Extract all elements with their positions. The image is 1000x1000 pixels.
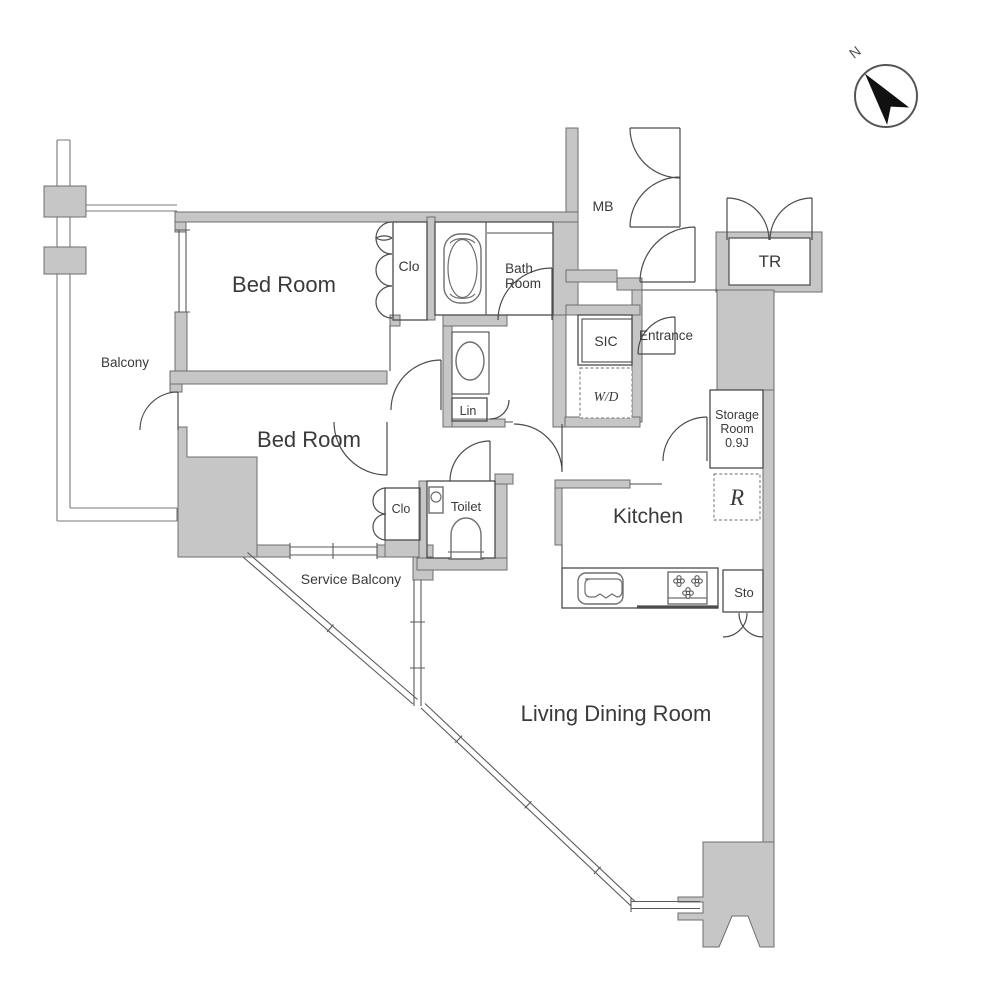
mb-lower-door xyxy=(639,226,696,283)
labels: Bed Room Bed Room Living Dining Room Kit… xyxy=(101,43,864,726)
bathtub-icon xyxy=(443,233,482,304)
kitchen-counter xyxy=(561,567,719,609)
bathroom-outline xyxy=(434,221,554,316)
refrigerator-box xyxy=(713,473,761,521)
label-sic: SIC xyxy=(594,333,617,349)
bottom-right-pillar xyxy=(677,841,775,948)
storage-room-box xyxy=(709,389,764,469)
label-toilet: Toilet xyxy=(451,499,482,514)
windows xyxy=(175,229,700,912)
structural-mass xyxy=(177,426,258,558)
bedroom2-door xyxy=(333,421,388,476)
label-storage-line2: Room xyxy=(720,422,753,436)
living-bottom-window xyxy=(630,898,700,912)
north-compass-icon xyxy=(854,64,918,128)
right-outer-wall xyxy=(762,389,775,846)
entrance-door xyxy=(637,316,676,355)
doors xyxy=(139,127,813,638)
mb-doors xyxy=(629,127,681,228)
toilet-icon xyxy=(428,486,484,560)
bedroom2-balcony-door xyxy=(139,391,179,431)
sto-box xyxy=(722,569,764,613)
interior-lines xyxy=(384,221,811,613)
trunk-room-box xyxy=(728,237,811,286)
lin-box xyxy=(451,397,488,422)
label-bedroom-1: Bed Room xyxy=(232,272,336,297)
label-closet-2: Clo xyxy=(392,502,411,516)
washroom-box xyxy=(451,331,490,395)
balcony-railing xyxy=(56,139,178,522)
living-side-window xyxy=(410,580,425,706)
closet1-box xyxy=(392,221,428,321)
label-refrigerator: R xyxy=(729,485,744,510)
label-storage-line1: Storage xyxy=(715,408,759,422)
label-mb: MB xyxy=(593,198,614,214)
sto-doors xyxy=(722,612,764,638)
label-living-dining-room: Living Dining Room xyxy=(521,701,712,726)
service-balcony-rail xyxy=(242,552,418,705)
stove-icon xyxy=(667,571,708,605)
label-service-balcony: Service Balcony xyxy=(301,571,401,587)
label-kitchen: Kitchen xyxy=(613,505,683,528)
walls xyxy=(43,127,823,948)
trunk-room-doors xyxy=(726,197,813,241)
bedroom1-window xyxy=(175,229,190,313)
label-bath-line1: Bath xyxy=(505,261,533,276)
storage-room-door xyxy=(662,416,708,462)
washbasin-icon xyxy=(455,341,485,381)
closet1-folding-doors xyxy=(374,221,393,319)
balcony-pillar xyxy=(43,185,87,218)
label-sto: Sto xyxy=(734,585,754,600)
label-lin: Lin xyxy=(460,404,477,418)
closet2-folding-doors xyxy=(372,487,387,541)
bedroom1-door xyxy=(390,359,442,411)
bathroom-door xyxy=(497,267,553,321)
balcony-pillar xyxy=(43,246,87,275)
label-bedroom-2: Bed Room xyxy=(257,427,361,452)
living-diagonal-window xyxy=(420,703,636,907)
hallway-door xyxy=(513,423,563,473)
label-entrance: Entrance xyxy=(639,328,693,343)
toilet-door xyxy=(449,440,491,482)
label-storage-line3: 0.9J xyxy=(725,436,749,450)
kitchen-sink-icon xyxy=(577,572,624,605)
label-balcony: Balcony xyxy=(101,355,149,370)
fixtures xyxy=(428,64,918,609)
label-washer-dryer: W/D xyxy=(594,389,619,404)
label-closet-1: Clo xyxy=(398,258,419,274)
lin-door xyxy=(489,399,510,420)
washer-dryer-box xyxy=(579,367,633,419)
bedroom2-window xyxy=(289,543,378,559)
compass-north-label: N xyxy=(846,43,864,62)
label-bath-line2: Room xyxy=(505,276,541,291)
label-tr: TR xyxy=(759,252,782,271)
